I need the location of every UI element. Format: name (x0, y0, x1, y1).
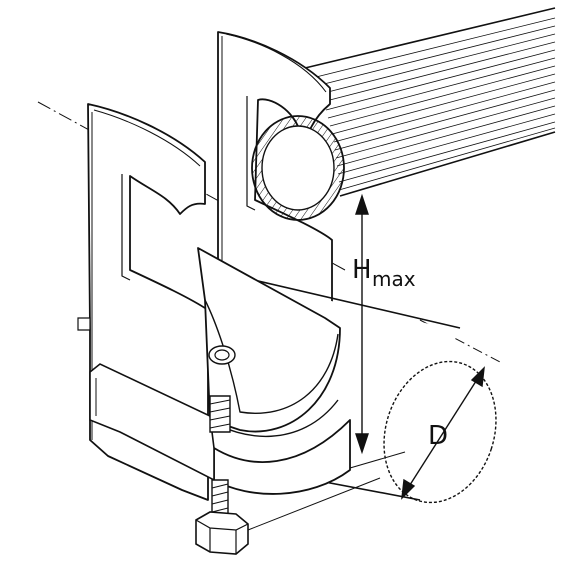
d-label: D (428, 421, 448, 451)
hmax-label: H (352, 255, 372, 285)
hex-nut (195, 511, 249, 555)
d-dimension (401, 366, 485, 500)
dimension-extension-lines (247, 451, 406, 531)
tube-section (251, 115, 345, 221)
conductor-end-face (383, 360, 497, 504)
cable-bundle (304, 7, 556, 197)
clamping-screw (209, 395, 231, 519)
hmax-dimension (355, 193, 369, 455)
clamp-base (77, 317, 215, 482)
hmax-subscript: max (372, 267, 416, 291)
